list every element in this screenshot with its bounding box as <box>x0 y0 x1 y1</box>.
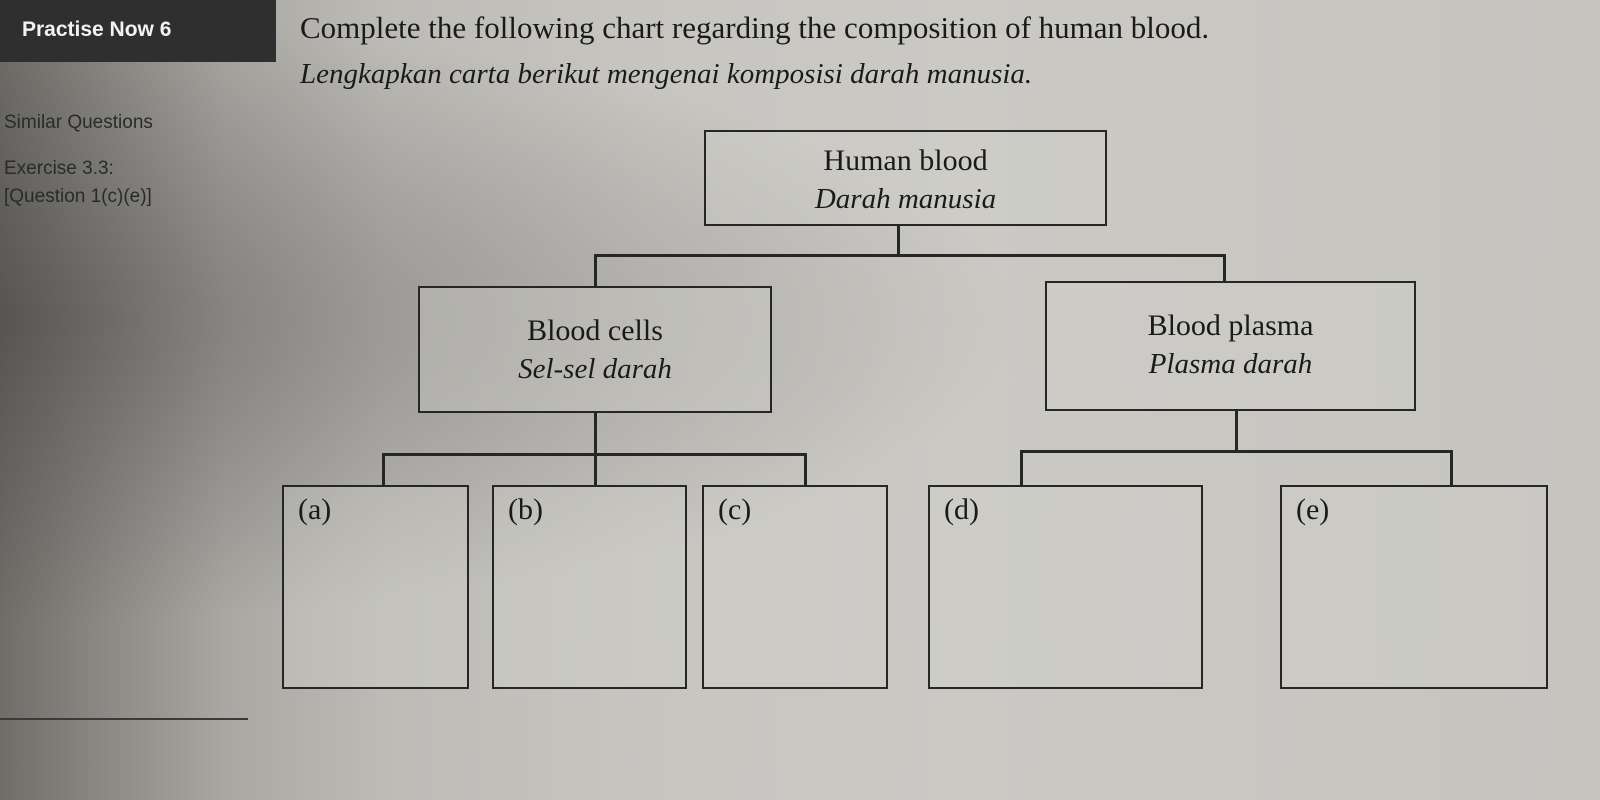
blank-box-c[interactable]: (c) <box>702 485 888 689</box>
node-blood-plasma-en: Blood plasma <box>1147 309 1314 342</box>
connector-plasma-drop <box>1223 254 1226 282</box>
blank-box-b[interactable]: (b) <box>492 485 687 689</box>
node-blood-cells: Blood cells Sel-sel darah <box>418 286 772 413</box>
connector-a-drop <box>382 453 385 486</box>
connector-b-drop <box>594 453 597 486</box>
node-human-blood-ms: Darah manusia <box>814 183 997 215</box>
blank-label-e: (e) <box>1296 493 1330 526</box>
connector-cells-stem <box>594 413 597 456</box>
question-text-malay: Lengkapkan carta berikut mengenai kompos… <box>300 58 1033 90</box>
blank-box-a[interactable]: (a) <box>282 485 469 689</box>
exercise-reference: Exercise 3.3: <box>4 158 114 179</box>
connector-cells-drop <box>594 254 597 287</box>
node-blood-cells-ms: Sel-sel darah <box>518 353 672 385</box>
connector-plasma-stem <box>1235 411 1238 453</box>
node-blood-plasma-ms: Plasma darah <box>1148 348 1313 380</box>
connector-root-stem <box>897 226 900 256</box>
node-blood-cells-en: Blood cells <box>527 314 663 347</box>
practise-now-tag: Practise Now 6 <box>0 0 276 62</box>
blank-label-b: (b) <box>508 493 543 526</box>
blank-label-d: (d) <box>944 493 979 526</box>
node-human-blood: Human blood Darah manusia <box>704 130 1107 226</box>
connector-e-drop <box>1450 450 1453 486</box>
connector-c-drop <box>804 453 807 486</box>
connector-root-bar <box>594 254 1226 257</box>
connector-plasma-bar <box>1020 450 1453 453</box>
question-text-english: Complete the following chart regarding t… <box>300 10 1210 45</box>
similar-questions-heading: Similar Questions <box>4 112 153 133</box>
connector-d-drop <box>1020 450 1023 486</box>
blank-box-e[interactable]: (e) <box>1280 485 1548 689</box>
blank-label-a: (a) <box>298 493 332 526</box>
sidebar-divider <box>0 718 248 720</box>
blank-label-c: (c) <box>718 493 752 526</box>
node-blood-plasma: Blood plasma Plasma darah <box>1045 281 1416 411</box>
question-reference: [Question 1(c)(e)] <box>4 186 152 207</box>
node-human-blood-en: Human blood <box>823 144 988 177</box>
blank-box-d[interactable]: (d) <box>928 485 1203 689</box>
